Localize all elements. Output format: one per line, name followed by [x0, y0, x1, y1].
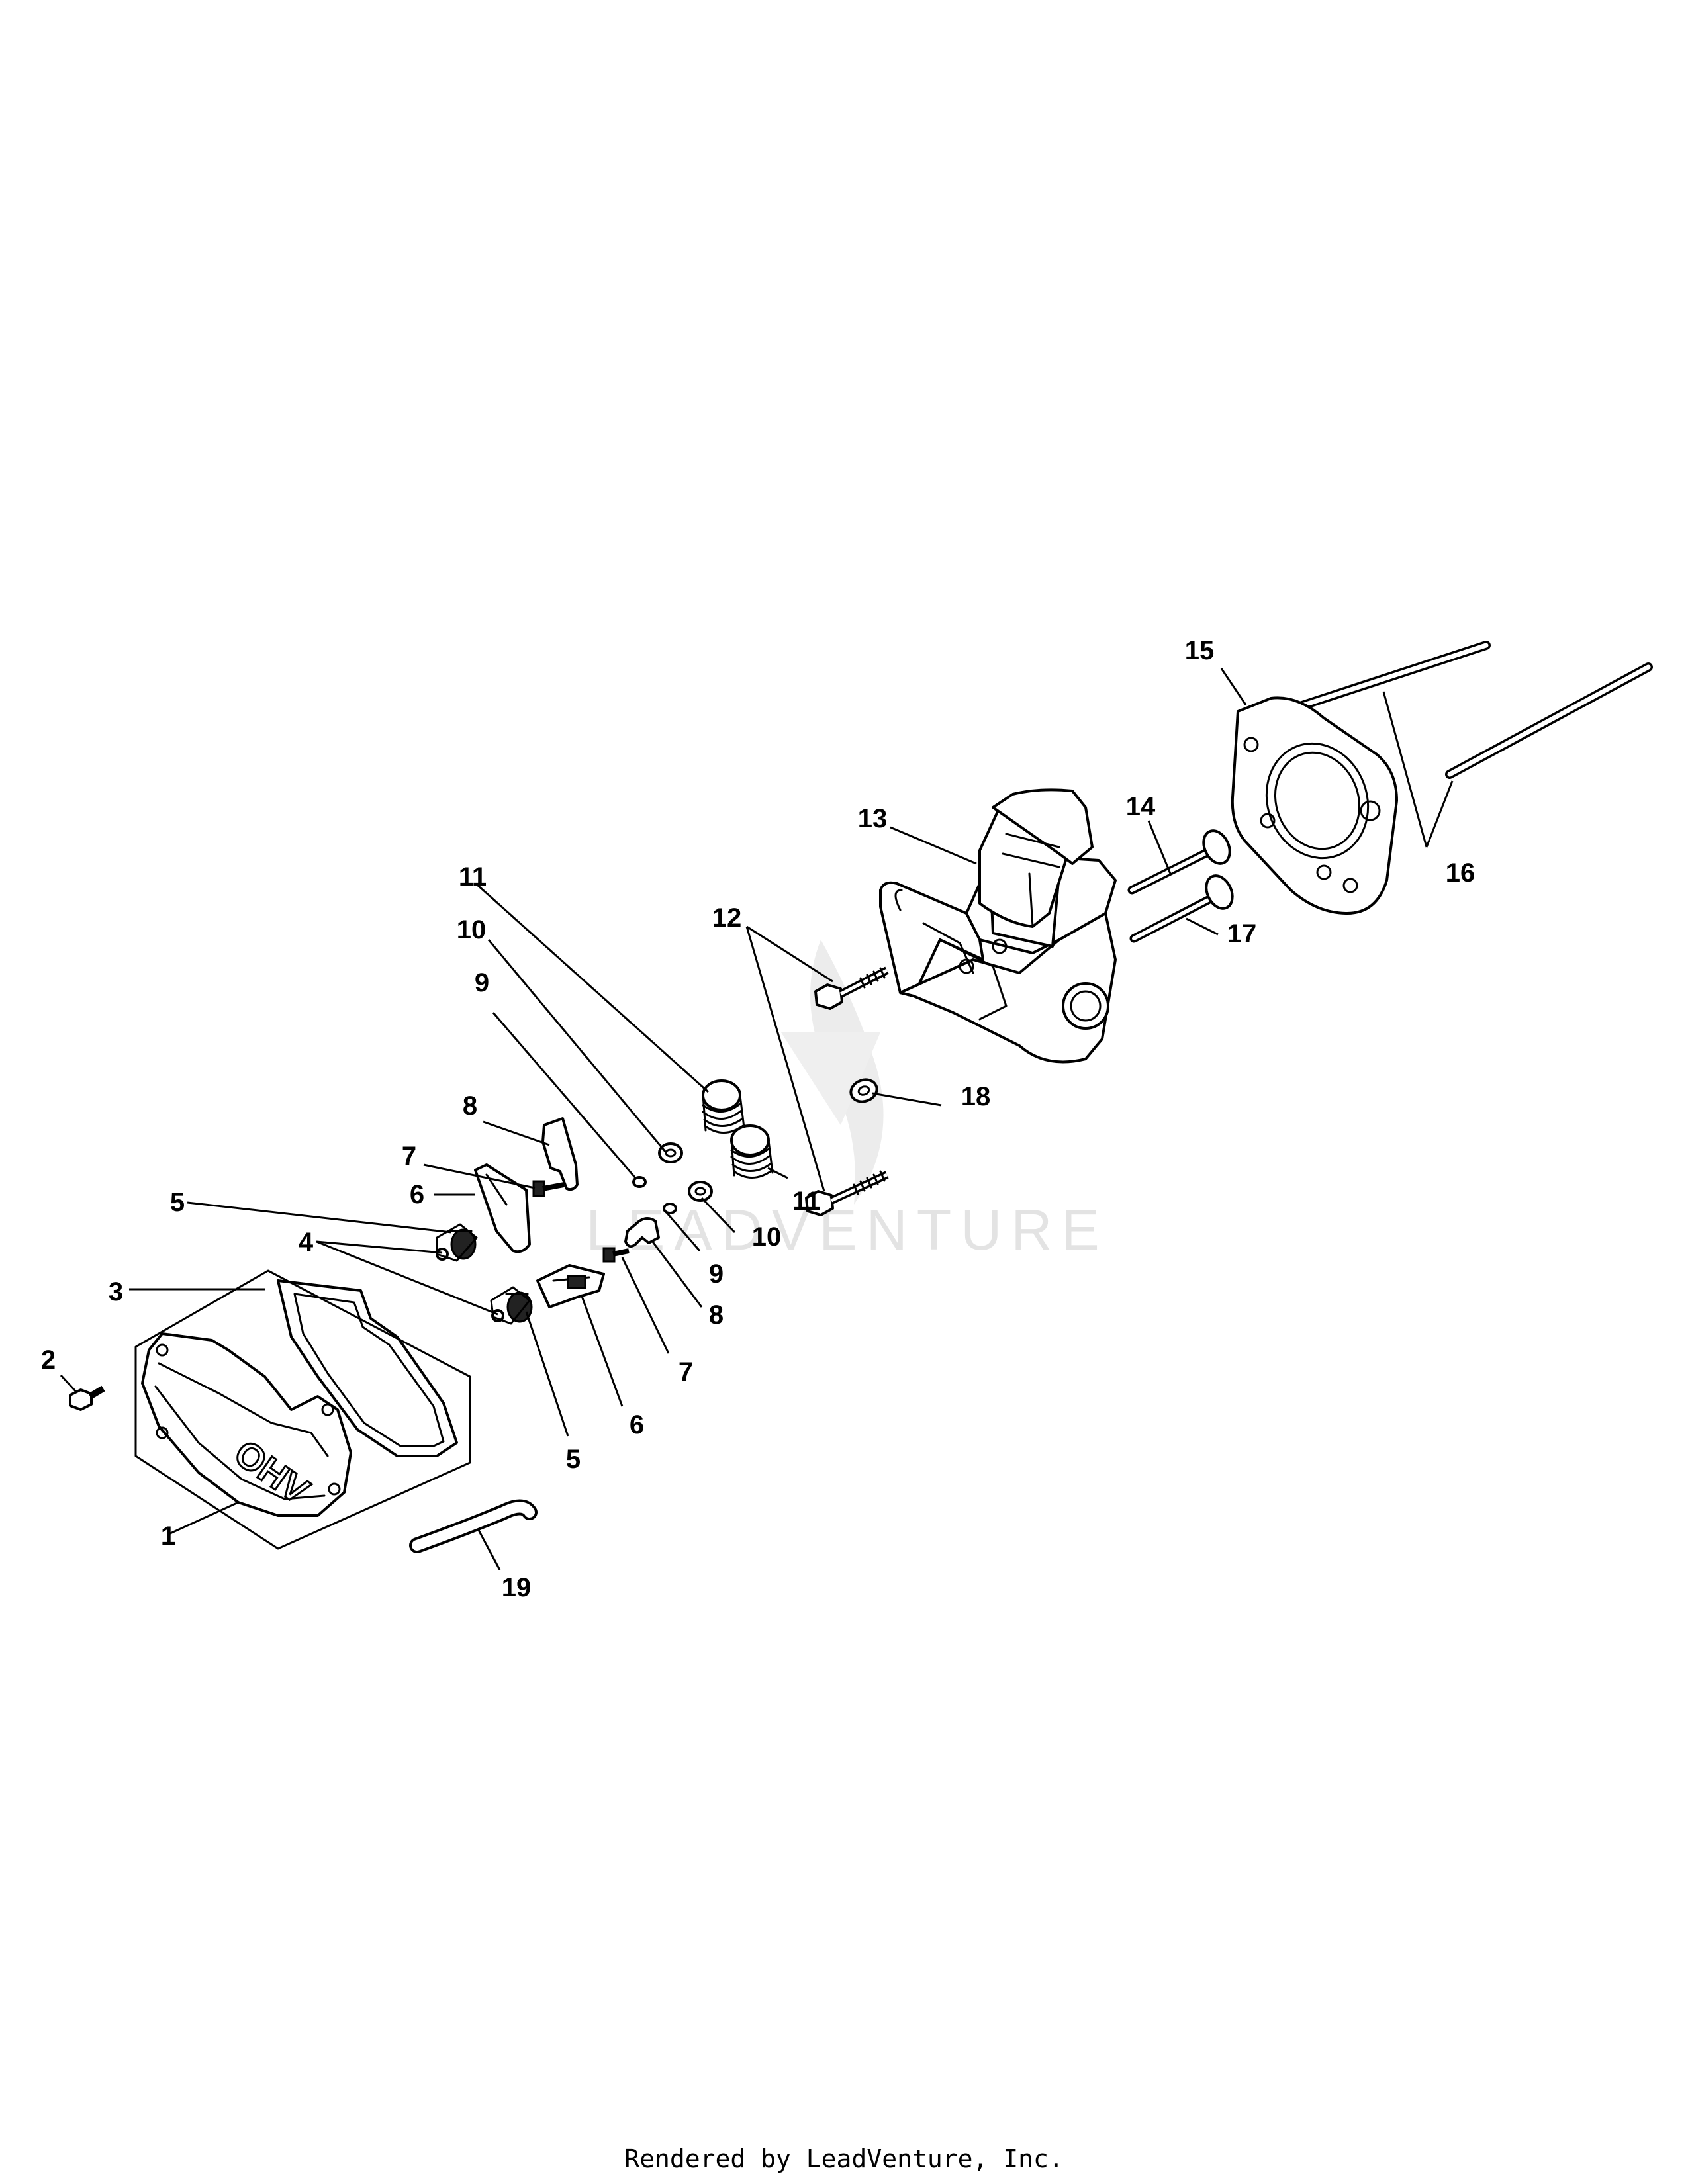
- part-13-cylinder-head: [879, 788, 1117, 1064]
- callout-19: 19: [502, 1573, 532, 1602]
- callout-7b: 7: [679, 1357, 693, 1387]
- callout-13: 13: [858, 804, 888, 833]
- callouts: 1 2 3 4 5 5 6 6 7 7 8 8 9 9 10 10 11 11 …: [41, 636, 1475, 1602]
- callout-12: 12: [712, 903, 742, 933]
- callout-17: 17: [1227, 919, 1257, 948]
- part-8-guide-plate-lower: [624, 1217, 660, 1248]
- callout-11b: 11: [792, 1187, 820, 1216]
- callout-10b: 10: [752, 1222, 782, 1251]
- callout-4: 4: [299, 1228, 314, 1257]
- footer-credit: Rendered by LeadVenture, Inc.: [624, 2144, 1064, 2173]
- callout-8b: 8: [709, 1300, 724, 1330]
- callout-1: 1: [161, 1522, 175, 1551]
- part-6-rocker-arm-lower: [536, 1264, 605, 1308]
- callout-10a: 10: [457, 915, 487, 944]
- part-7-rocker-stud-upper: [532, 1180, 565, 1197]
- part-9-keeper-upper: [632, 1176, 647, 1188]
- callout-7a: 7: [402, 1142, 416, 1171]
- part-16-push-rods: [1289, 641, 1653, 779]
- callout-18: 18: [961, 1082, 991, 1111]
- part-10-retainer-upper: [658, 1142, 683, 1163]
- part-5-pivot-lower: [505, 1291, 533, 1323]
- part-3-valve-cover-gasket: [277, 1279, 458, 1457]
- part-17-valve: [1129, 874, 1234, 943]
- part-7-rocker-stud-lower: [602, 1247, 630, 1263]
- callout-6a: 6: [410, 1180, 424, 1209]
- part-1-valve-cover: OHV: [134, 1269, 471, 1550]
- callout-5b: 5: [566, 1445, 581, 1474]
- part-12-head-bolt-lower: [805, 1170, 889, 1216]
- part-10-retainer-lower: [688, 1181, 713, 1202]
- part-9-keeper-lower: [663, 1203, 677, 1214]
- callout-5a: 5: [170, 1188, 185, 1217]
- part-6-rocker-arm-upper: [474, 1163, 531, 1253]
- part-11-valve-spring-lower: [730, 1124, 774, 1179]
- callout-3: 3: [109, 1277, 123, 1306]
- part-14-valve: [1127, 829, 1231, 895]
- callout-16: 16: [1446, 858, 1476, 887]
- callout-15: 15: [1185, 636, 1215, 665]
- callout-8a: 8: [463, 1091, 477, 1120]
- callout-2: 2: [41, 1345, 56, 1375]
- part-19-breather-tube: [409, 1499, 538, 1553]
- part-8-guide-plate-upper: [541, 1117, 579, 1191]
- callout-9b: 9: [709, 1259, 724, 1289]
- leader-lines: [60, 668, 1454, 1570]
- part-15-head-gasket: [1231, 696, 1398, 915]
- callout-11a: 11: [459, 862, 487, 891]
- callout-14: 14: [1126, 792, 1156, 821]
- kit-outline-lower: [490, 1286, 531, 1325]
- part-2-cover-screw: [69, 1385, 105, 1411]
- part-18-washer: [849, 1078, 878, 1103]
- part-11-valve-spring-upper: [702, 1079, 745, 1134]
- callout-9a: 9: [475, 968, 489, 997]
- part-12-head-bolt-upper: [814, 966, 889, 1010]
- callout-6b: 6: [630, 1410, 644, 1439]
